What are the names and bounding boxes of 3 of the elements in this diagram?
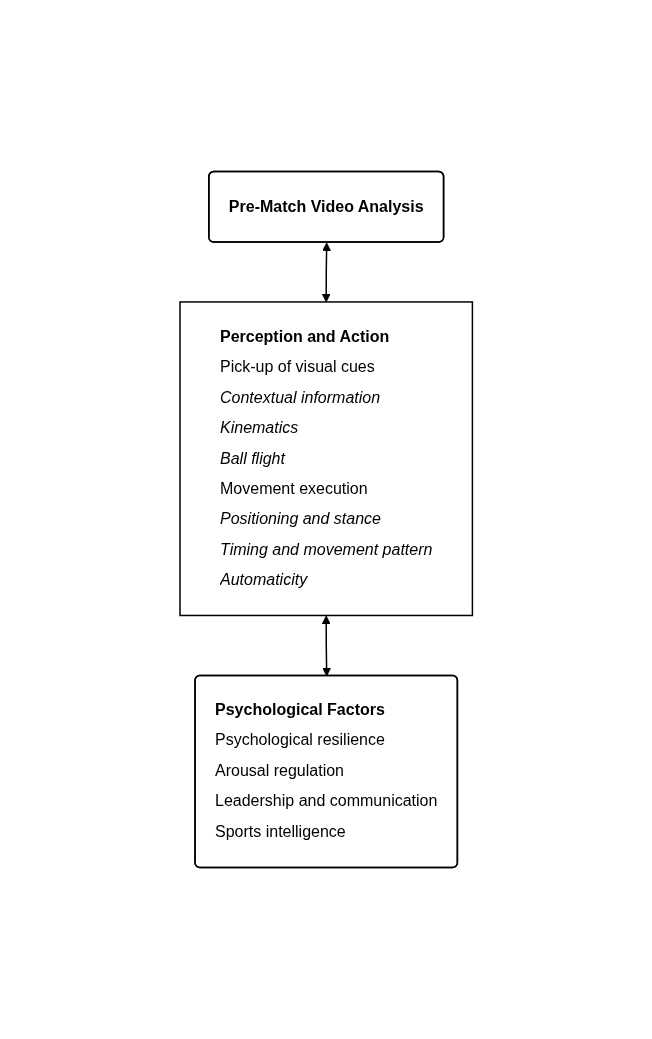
arrow (321, 242, 331, 303)
node-box: Perception and Action Pick-up of visual cues Contextual information Kinematics Ball flight Movement execution Positioning and stance Timing and movement pattern Automaticity (179, 301, 473, 617)
arrow (321, 615, 331, 677)
